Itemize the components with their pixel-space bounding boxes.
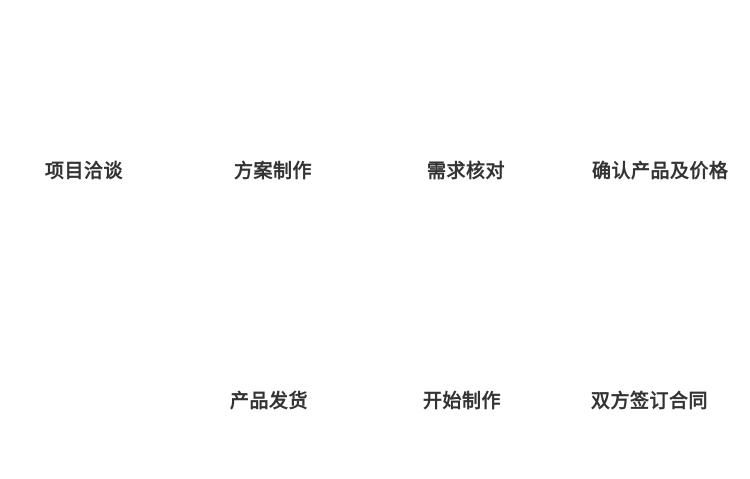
- flow-step-label-sign-contract: 双方签订合同: [591, 391, 709, 412]
- flow-step-label-project-discussion: 项目洽谈: [45, 161, 124, 182]
- flow-step-label-requirements-check: 需求核对: [427, 161, 506, 182]
- flow-step-label-product-shipment: 产品发货: [230, 391, 309, 412]
- flow-step-label-proposal-creation: 方案制作: [234, 161, 313, 182]
- flow-step-label-confirm-product-price: 确认产品及价格: [592, 161, 729, 182]
- flow-step-label-start-production: 开始制作: [423, 391, 502, 412]
